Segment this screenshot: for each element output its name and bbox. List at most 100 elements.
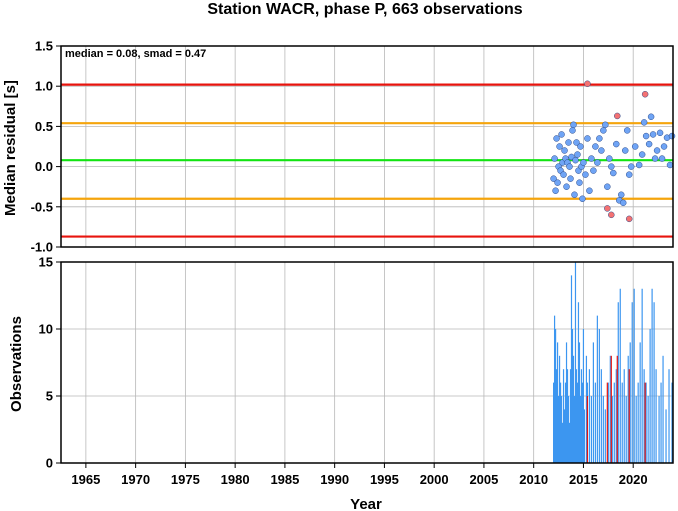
x-tick-label: 2020 (619, 472, 648, 487)
residual-point (649, 131, 657, 138)
residual-point (600, 127, 607, 134)
residual-point (588, 155, 595, 162)
residual-point (604, 183, 611, 190)
residual-point (573, 139, 580, 146)
residual-point (666, 161, 674, 169)
residual-point (565, 139, 572, 146)
residual-point (572, 156, 579, 164)
residual-point (614, 112, 621, 120)
residual-point (567, 175, 574, 182)
x-tick-label: 1985 (270, 472, 299, 487)
y-tick-label: 10 (39, 322, 53, 337)
residual-point (556, 143, 563, 150)
x-tick-label: 1990 (320, 472, 349, 487)
residual-point (592, 143, 599, 150)
y-tick-label: 0.5 (35, 119, 53, 134)
observations-y-ticks: 15 10 5 0 (39, 255, 61, 471)
observation-bars (552, 262, 673, 463)
residual-point (638, 151, 646, 158)
x-axis-label: Year (350, 496, 382, 511)
residual-point (656, 129, 664, 137)
residual-point (660, 143, 668, 150)
x-tick-label: 1995 (370, 472, 399, 487)
residual-point (596, 135, 603, 142)
residual-point (627, 163, 635, 170)
y-tick-label: -1.0 (31, 240, 53, 255)
residual-point (658, 155, 666, 162)
residual-point (558, 131, 565, 138)
residual-point (553, 135, 560, 142)
residual-point (584, 80, 591, 88)
y-tick-label: 1.0 (35, 79, 53, 94)
residual-point (569, 127, 576, 134)
residual-point (631, 143, 639, 150)
residual-point (651, 155, 659, 162)
residual-point (586, 187, 593, 194)
residual-point (641, 90, 649, 98)
observations-panel: 15 10 5 0 Observations (8, 255, 674, 471)
y-tick-label: 0.0 (35, 159, 53, 174)
residual-point (594, 159, 601, 166)
residual-point (582, 171, 589, 178)
chart-title: Station WACR, phase P, 663 observations (207, 1, 522, 18)
residual-point (584, 135, 591, 142)
residual-point (602, 121, 609, 129)
y-tick-label: 0 (46, 456, 53, 471)
residual-point (577, 143, 584, 150)
residual-point (618, 191, 625, 198)
residual-point (608, 211, 615, 219)
residual-point (613, 140, 620, 148)
residual-point (619, 199, 627, 207)
residual-panel: 1.51.00.50.0-0.5-1.0 median = 0.08, smad… (2, 39, 676, 255)
x-tick-label: 2005 (469, 472, 498, 487)
residual-point (574, 151, 581, 158)
residual-point (606, 155, 613, 162)
y-tick-label: 5 (46, 389, 53, 404)
residual-point (590, 167, 597, 174)
x-tick-label: 1980 (221, 472, 250, 487)
residual-point (551, 155, 558, 162)
residual-point (623, 127, 631, 134)
residual-point (566, 163, 573, 170)
residual-point (668, 132, 676, 140)
x-tick-label: 2000 (420, 472, 449, 487)
residual-point (625, 215, 633, 223)
residual-point (554, 179, 561, 186)
residual-point (604, 205, 611, 212)
x-tick-label: 1975 (171, 472, 200, 487)
residual-point (653, 147, 661, 154)
residual-point (560, 171, 567, 178)
residual-point (645, 140, 653, 148)
residual-points (550, 80, 676, 223)
residual-point (563, 183, 570, 190)
residual-point (608, 163, 615, 170)
residual-point (571, 191, 578, 198)
residual-point (550, 175, 557, 182)
x-tick-label: 1970 (121, 472, 150, 487)
y-tick-label: 15 (39, 255, 53, 270)
residual-point (561, 147, 568, 154)
stats-annotation: median = 0.08, smad = 0.47 (65, 48, 206, 60)
residual-point (610, 169, 617, 177)
residual-point (647, 113, 655, 121)
x-tick-label: 2010 (519, 472, 548, 487)
residual-y-axis-label: Median residual [s] (2, 80, 19, 216)
residual-point (552, 187, 559, 194)
residual-point (635, 161, 643, 169)
residual-point (570, 121, 577, 129)
reference-lines (61, 83, 673, 238)
residual-point (580, 159, 587, 166)
residual-point (621, 147, 629, 154)
x-tick-label: 1965 (71, 472, 100, 487)
y-tick-label: -0.5 (31, 199, 53, 214)
observations-y-axis-label: Observations (8, 316, 25, 412)
residual-plot-frame (60, 45, 674, 248)
observations-plot-frame (60, 261, 674, 464)
residual-point (576, 179, 583, 186)
x-tick-label: 2015 (569, 472, 598, 487)
residual-y-ticks: 1.51.00.50.0-0.5-1.0 (31, 39, 61, 255)
residual-point (642, 132, 650, 140)
residual-point (598, 147, 605, 154)
x-ticks: 1965 1970 1975 1980 1985 1990 1995 2000 2005 2010… (71, 463, 648, 487)
